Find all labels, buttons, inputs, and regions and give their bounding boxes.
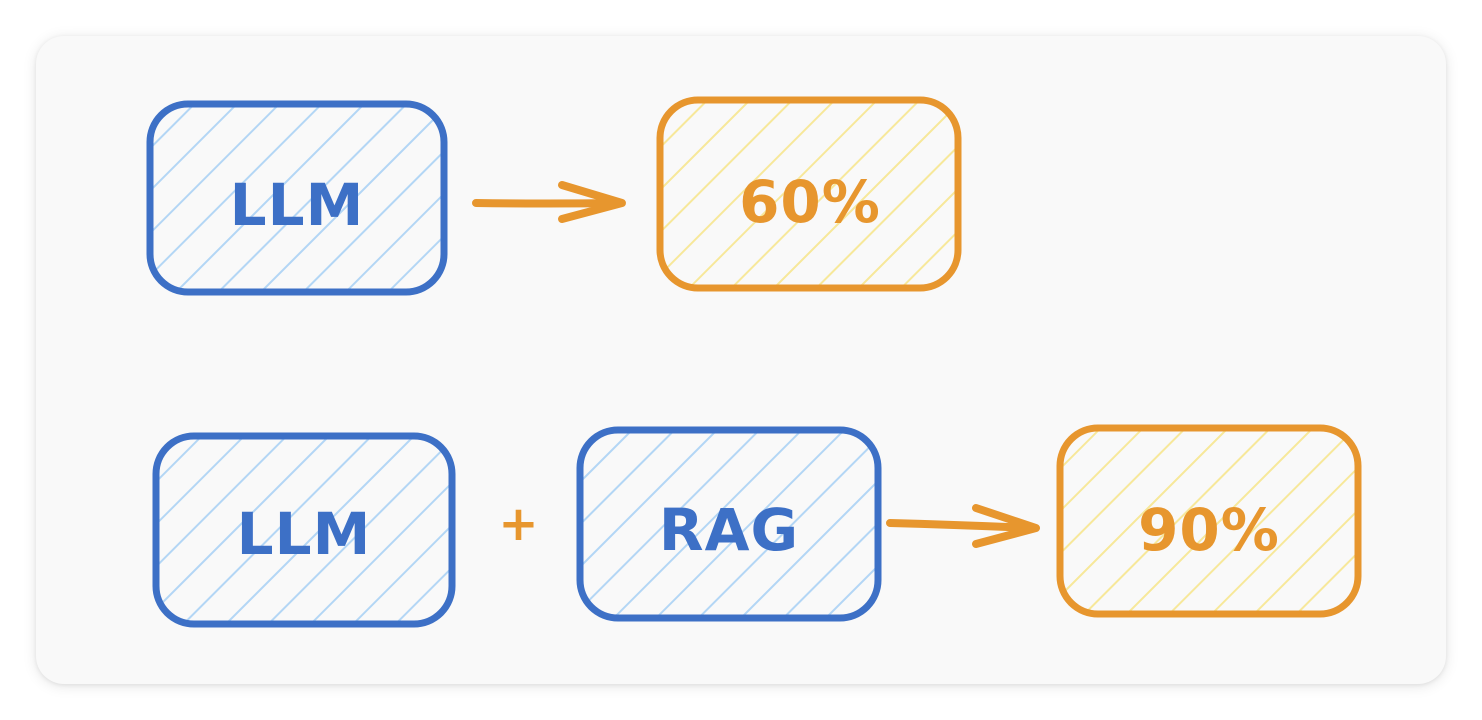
row1-llm-box: LLM [146,100,448,296]
plus-sign: + [498,496,539,552]
row2-result-label: 90% [1138,496,1280,564]
row1-result-box: 60% [656,96,962,292]
row2-rag-box: RAG [576,426,882,622]
row2-llm-label: LLM [237,500,372,568]
row2-arrow [886,504,1040,548]
row1-llm-label: LLM [230,171,365,239]
row2-result-box: 90% [1056,424,1362,618]
row1-result-label: 60% [739,168,881,236]
row2-rag-label: RAG [659,496,799,564]
row2-llm-box: LLM [152,432,456,628]
row1-arrow [472,181,626,223]
